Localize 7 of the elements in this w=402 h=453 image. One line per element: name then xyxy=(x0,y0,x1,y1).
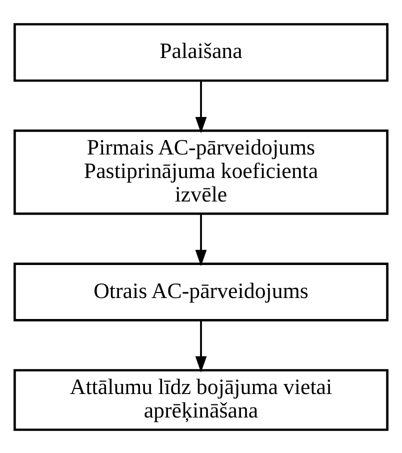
node-box: Pirmais AC-pārveidojums Pastiprinājuma koeficienta izvēle xyxy=(14,129,388,214)
arrow xyxy=(195,320,207,372)
arrow xyxy=(195,80,207,133)
node-box: Otrais AC-pārveidojums xyxy=(14,262,388,321)
arrow xyxy=(195,213,207,266)
node-box: Attālumu līdz bojājuma vietai aprēķināšana xyxy=(14,368,388,430)
node-box: Palaišana xyxy=(14,22,388,82)
